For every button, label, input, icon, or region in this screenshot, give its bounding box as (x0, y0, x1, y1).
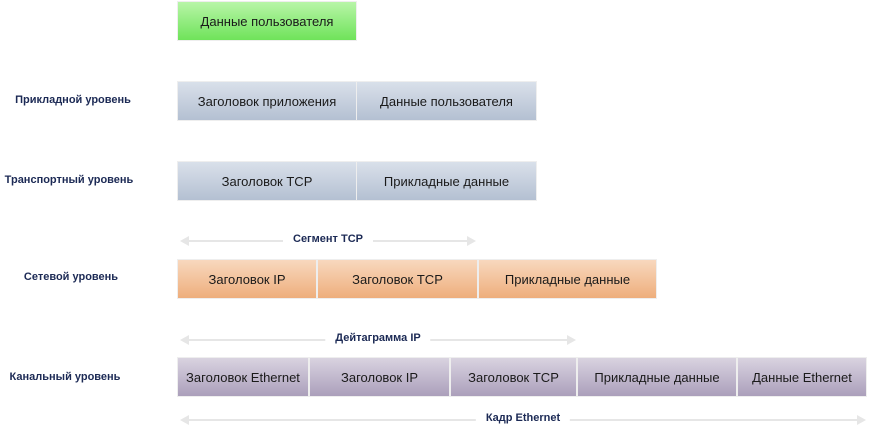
tcp-header-block: Заголовок TCP (451, 358, 576, 396)
level-label-link: Канальный уровень (9, 371, 121, 383)
ethernet-data-block: Данные Ethernet (738, 358, 866, 396)
user-data-block: Данные пользователя (178, 2, 356, 40)
datagram-span-arrow: Дейтаграмма IP (180, 332, 576, 346)
datagram-label: Дейтаграмма IP (325, 332, 431, 344)
app-data-block: Данные пользователя (357, 82, 536, 120)
ethernet-header-block: Заголовок Ethernet (178, 358, 308, 396)
ip-header-block: Заголовок IP (310, 358, 449, 396)
tcp-header-block: Заголовок TCP (178, 162, 356, 200)
link-app-data-block: Прикладные данные (578, 358, 736, 396)
transport-data-block: Прикладные данные (357, 162, 536, 200)
level-label-application: Прикладной уровень (15, 94, 131, 106)
frame-label: Кадр Ethernet (475, 412, 571, 424)
tcp-header-block: Заголовок TCP (318, 260, 477, 298)
segment-label: Сегмент TCP (283, 233, 373, 245)
app-header-block: Заголовок приложения (178, 82, 356, 120)
segment-span-arrow: Сегмент TCP (180, 233, 476, 247)
level-label-network: Сетевой уровень (23, 271, 119, 283)
ip-header-block: Заголовок IP (178, 260, 316, 298)
network-data-block: Прикладные данные (479, 260, 656, 298)
level-label-transport: Транспортный уровень (4, 174, 134, 186)
frame-span-arrow: Кадр Ethernet (180, 412, 866, 426)
